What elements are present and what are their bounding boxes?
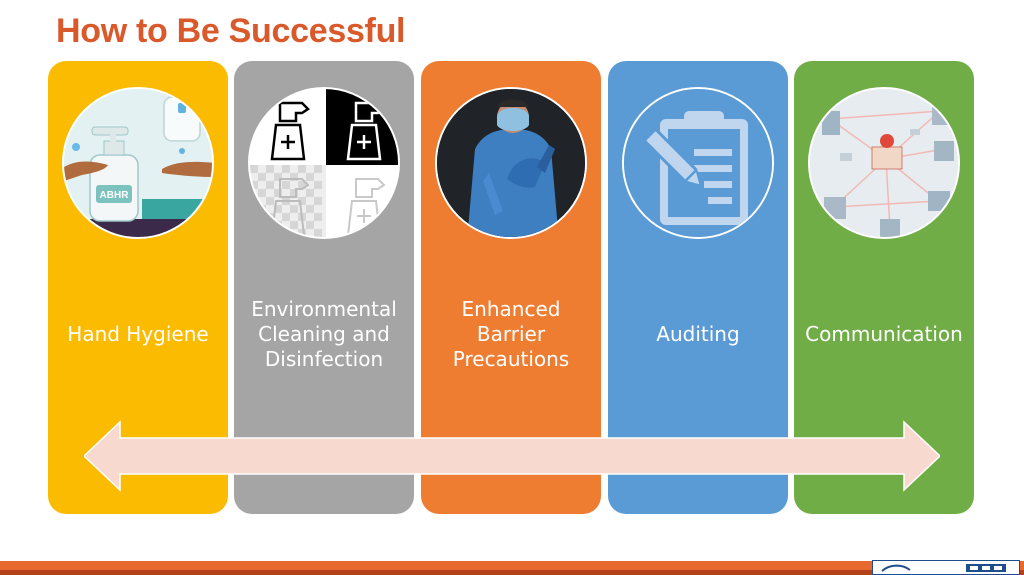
column-label-enhanced-barrier: Enhanced Barrier Precautions xyxy=(452,296,570,371)
gowned-person-icon xyxy=(435,87,587,239)
double-arrow-icon xyxy=(84,420,940,492)
footer-bar-dark xyxy=(0,570,1024,575)
agency-logo xyxy=(872,560,1020,575)
column-label-environmental-cleaning: Environmental Cleaning and Disinfection xyxy=(251,296,397,371)
network-map-icon xyxy=(808,87,960,239)
column-label-auditing: Auditing xyxy=(656,321,740,346)
column-label-hand-hygiene: Hand Hygiene xyxy=(67,321,209,346)
abhr-label: ABHR xyxy=(100,190,130,201)
column-hand-hygiene: ABHR Hand Hygiene xyxy=(48,61,228,514)
hand-hygiene-icon: ABHR xyxy=(62,87,214,239)
spray-bottle-icon xyxy=(248,87,400,239)
footer-bar xyxy=(0,561,1024,570)
logo-mark-icon xyxy=(881,563,1006,572)
slide-title: How to Be Successful xyxy=(56,12,406,50)
clipboard-icon xyxy=(622,87,774,239)
column-label-communication: Communication xyxy=(805,321,963,346)
